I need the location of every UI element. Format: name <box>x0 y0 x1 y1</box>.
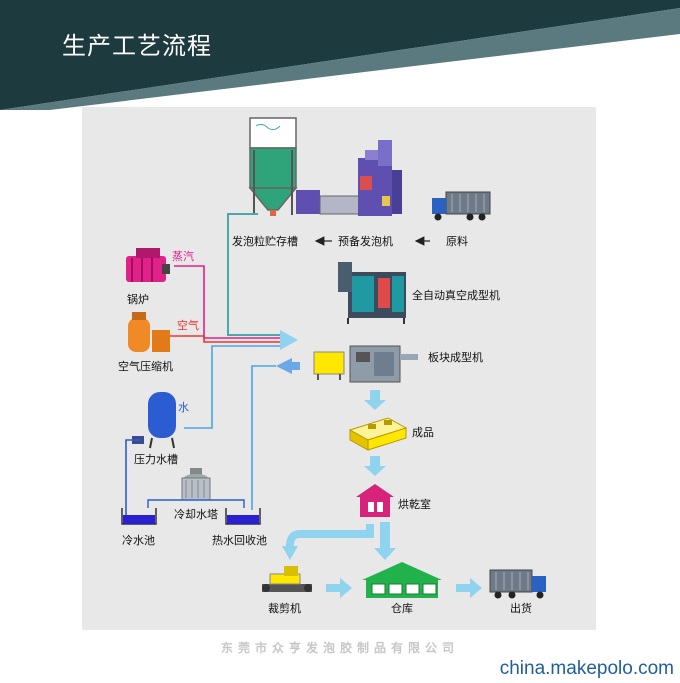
water-line <box>184 345 280 429</box>
header-shape <box>0 0 680 116</box>
junction-arrow-icon <box>280 330 298 350</box>
header-dark-band <box>0 0 680 110</box>
return-arrow-stem <box>292 362 300 370</box>
cold-pool-label: 冷水池 <box>122 534 155 547</box>
compressor-label: 空气压缩机 <box>118 359 173 373</box>
cutter-label: 裁剪机 <box>268 601 301 615</box>
company-name: 东莞市众亨发泡胶制品有限公司 <box>220 641 459 655</box>
water-label: 水 <box>178 401 189 414</box>
vacuum-molder-icon <box>338 262 406 324</box>
block-molder-label: 板块成型机 <box>428 350 483 364</box>
cooling-tower-icon <box>181 468 211 501</box>
header-banner: 生产工艺流程 <box>0 0 680 116</box>
silo-label: 发泡粒贮存槽 <box>232 234 298 248</box>
air-label: 空气 <box>177 318 199 332</box>
drying-room-icon <box>356 484 394 517</box>
down-arrow-icon <box>364 456 386 476</box>
warehouse-icon <box>362 562 442 598</box>
cold-pool-icon <box>121 508 157 525</box>
boiler-icon <box>126 248 170 282</box>
curve-arrow-head-icon <box>282 546 298 560</box>
cooling-pipe <box>147 499 245 508</box>
finished-product-icon <box>348 417 408 451</box>
return-arrow-icon <box>276 358 292 374</box>
air-line <box>170 335 280 343</box>
vacuum-molder-label: 全自动真空成型机 <box>412 288 500 302</box>
curve-arrow-line <box>286 524 374 547</box>
cooling-tower-label: 冷却水塔 <box>174 508 218 521</box>
silo-feed-line <box>227 213 280 336</box>
pressure-tank-label: 压力水槽 <box>134 453 178 466</box>
steam-label: 蒸汽 <box>172 249 194 263</box>
right-arrow-icon <box>326 578 352 598</box>
return-water-line <box>251 365 276 510</box>
warehouse-label: 仓库 <box>391 601 413 615</box>
drying-room-label: 烘乾室 <box>398 497 431 511</box>
boiler-label: 锅炉 <box>127 293 149 306</box>
pressure-tank-icon <box>125 392 176 518</box>
down-arrow-icon <box>364 390 386 410</box>
shipping-label: 出货 <box>510 601 532 615</box>
hot-pool-icon <box>225 508 261 525</box>
pre-expander-label: 预备发泡机 <box>338 234 393 248</box>
finished-product-label: 成品 <box>412 426 434 439</box>
pre-expander-icon <box>296 140 402 216</box>
silo-icon <box>248 117 298 216</box>
page-title: 生产工艺流程 <box>62 32 212 60</box>
steam-line <box>174 265 280 339</box>
header-accent-stripe <box>0 8 680 116</box>
shipping-truck-icon <box>489 569 546 599</box>
cutter-icon <box>262 566 312 592</box>
raw-material-label: 原料 <box>446 234 468 248</box>
block-molder-icon <box>313 345 418 383</box>
right-arrow-icon <box>456 578 482 598</box>
raw-material-truck-icon <box>432 191 491 221</box>
compressor-icon <box>128 312 170 352</box>
down-arrow-icon <box>374 522 396 560</box>
hot-pool-label: 热水回收池 <box>212 533 267 547</box>
watermark: china.makepolo.com <box>499 658 674 679</box>
